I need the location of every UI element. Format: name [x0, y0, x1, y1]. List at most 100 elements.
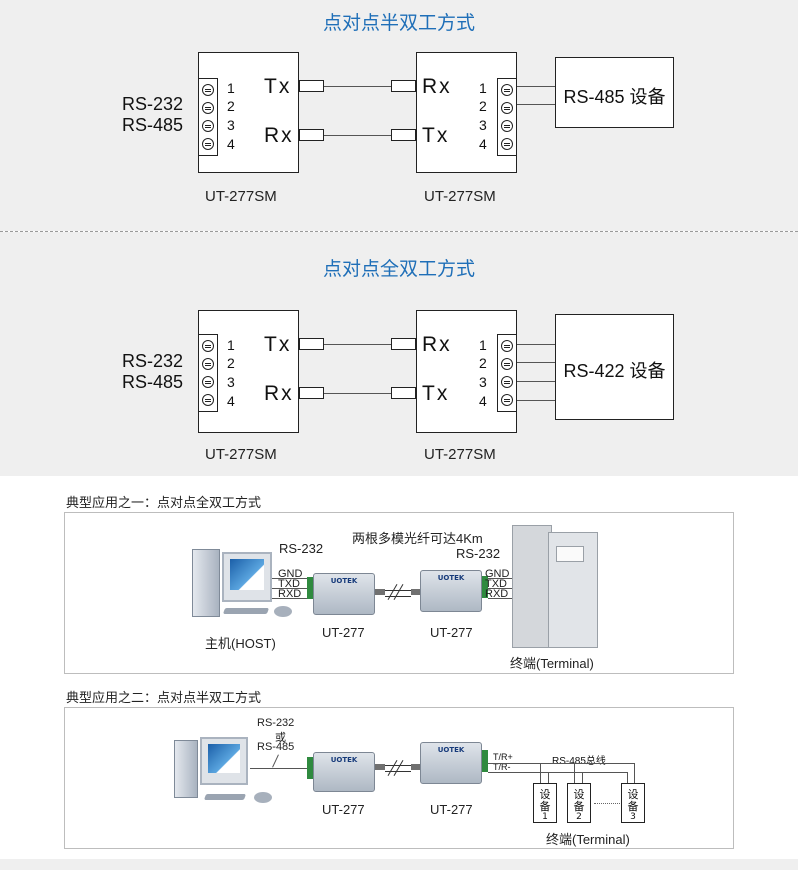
fiber-cable — [385, 596, 411, 597]
bus-wire — [517, 344, 555, 345]
right-pin-3: 3 — [479, 374, 487, 390]
interface-label-rs485: RS-485 — [122, 372, 184, 392]
interface-label-rs485: RS-485 — [122, 115, 184, 135]
serial-wire — [488, 598, 512, 599]
left-pin-1: 1 — [227, 337, 235, 353]
screw-icon — [202, 340, 214, 352]
more-devices-dots — [594, 803, 620, 804]
rs485-device-box — [555, 57, 674, 128]
left-pin-3: 3 — [227, 374, 235, 390]
bus-drop — [548, 772, 549, 783]
left-tx-label: Tx — [264, 75, 292, 98]
terminal-caption: 终端(Terminal) — [510, 656, 594, 671]
fiber-port — [391, 129, 416, 141]
screw-icon — [501, 376, 513, 388]
left-pin-3: 3 — [227, 117, 235, 133]
right-tx-label: Tx — [422, 382, 450, 405]
equipment-3-char1: 设 — [627, 788, 639, 801]
right-pin-2: 2 — [479, 98, 487, 114]
terminal-connector-icon — [307, 757, 313, 779]
bus-wire — [517, 86, 555, 87]
serial-wire — [250, 768, 308, 769]
right-model-caption: UT-277SM — [424, 188, 496, 205]
fiber-link-line — [324, 393, 391, 394]
host-caption: 主机(HOST) — [205, 636, 276, 651]
equipment-3-box: 设 备 3 — [621, 783, 645, 823]
host-tower-icon — [192, 549, 220, 617]
serial-wire — [272, 588, 308, 589]
left-terminal-block — [198, 78, 218, 156]
screw-icon — [501, 84, 513, 96]
right-rx-label: Rx — [422, 333, 452, 356]
fiber-port — [299, 129, 324, 141]
screw-icon — [202, 120, 214, 132]
full-duplex-title: 点对点全双工方式 — [322, 258, 475, 280]
left-tx-label: Tx — [264, 333, 292, 356]
equipment-1-number: 1 — [542, 812, 548, 822]
interface-label-rs232: RS-232 — [122, 351, 184, 371]
application-1-title: 典型应用之一：点对点全双工方式 — [66, 496, 262, 511]
host-tower-icon — [174, 740, 198, 798]
right-device-caption: UT-277 — [430, 625, 473, 640]
left-signal-gnd: GND — [278, 568, 303, 580]
screw-icon — [501, 358, 513, 370]
brand-label: UOTEK — [437, 574, 465, 582]
converter-right-icon: UOTEK — [420, 742, 482, 784]
right-tx-label: Tx — [422, 124, 450, 147]
keyboard-icon — [222, 608, 270, 614]
screw-icon — [501, 394, 513, 406]
screw-icon — [202, 84, 214, 96]
serial-wire — [272, 598, 308, 599]
terminal-connector-icon — [307, 577, 313, 599]
half-duplex-title: 点对点半双工方式 — [322, 12, 475, 34]
right-rx-label: Rx — [422, 75, 452, 98]
right-pin-4: 4 — [479, 136, 487, 152]
left-device-caption: UT-277 — [322, 802, 365, 817]
fiber-distance-label: 两根多模光纤可达4Km — [352, 531, 483, 546]
rs422-device-box — [555, 314, 674, 420]
equipment-2-char1: 设 — [573, 788, 585, 801]
terminal-cabinet-icon — [512, 525, 552, 648]
bus-drop — [582, 772, 583, 783]
fiber-connector-icon — [411, 589, 421, 595]
left-signal-rxd: RXD — [278, 588, 302, 600]
screw-icon — [501, 138, 513, 150]
equipment-1-box: 设 备 1 — [533, 783, 557, 823]
fiber-port — [299, 80, 324, 92]
fiber-connector-icon — [375, 764, 385, 770]
right-terminal-block — [497, 334, 517, 412]
bus-drop — [540, 763, 541, 783]
right-signal-gnd: GND — [485, 568, 510, 580]
interface-line-2: 或 — [275, 732, 286, 744]
right-pin-3: 3 — [479, 117, 487, 133]
left-rx-label: Rx — [264, 382, 294, 405]
screw-icon — [202, 394, 214, 406]
terminal-connector-icon — [482, 750, 488, 772]
section-divider — [0, 231, 798, 232]
serial-wire — [272, 578, 308, 579]
left-pin-1: 1 — [227, 80, 235, 96]
right-pin-2: 2 — [479, 355, 487, 371]
left-pin-4: 4 — [227, 393, 235, 409]
rs485-bus-label: RS-485总线 — [552, 756, 606, 767]
footer-band — [0, 859, 798, 870]
host-monitor-icon — [222, 552, 272, 602]
left-model-caption: UT-277SM — [205, 446, 277, 463]
equipment-1-char2: 备 — [539, 800, 551, 813]
left-device-caption: UT-277 — [322, 625, 365, 640]
left-signal-txd: TXD — [278, 578, 300, 590]
screw-icon — [501, 120, 513, 132]
equipment-3-char2: 备 — [627, 800, 639, 813]
screw-icon — [501, 340, 513, 352]
bus-wire — [517, 362, 555, 363]
rs485-device-label: RS-485 设备 — [563, 87, 666, 107]
equipment-2-char2: 备 — [573, 800, 585, 813]
interface-label-rs232: RS-232 — [122, 94, 184, 114]
right-terminal-block — [497, 78, 517, 156]
fiber-port — [391, 387, 416, 399]
bus-line-plus — [488, 763, 634, 764]
fiber-link-line — [324, 344, 391, 345]
fiber-link-line — [324, 86, 391, 87]
converter-left-icon: UOTEK — [313, 573, 375, 615]
